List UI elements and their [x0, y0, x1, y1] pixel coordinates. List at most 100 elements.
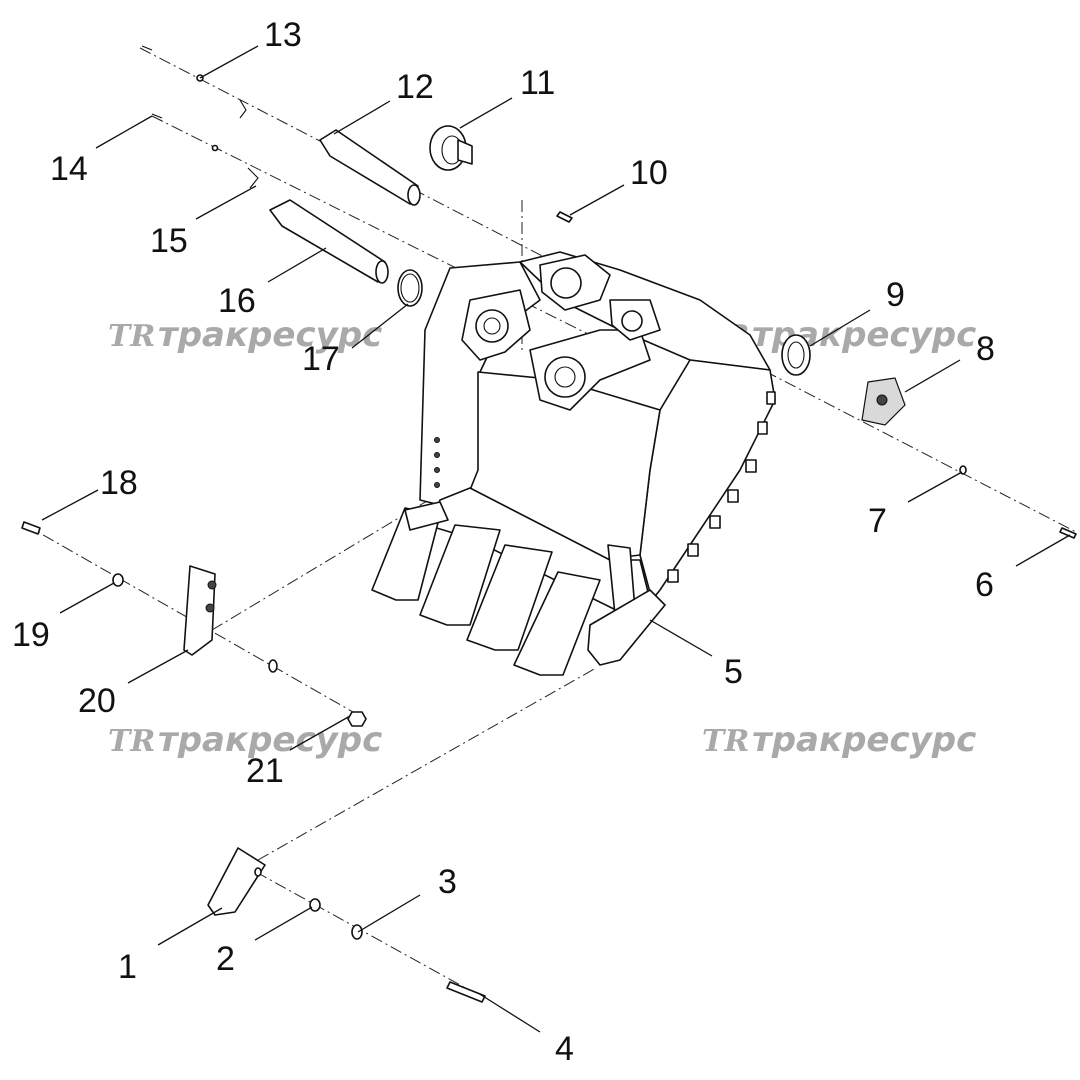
callout-7: 7	[868, 502, 887, 540]
callout-3: 3	[438, 863, 457, 901]
callout-17: 17	[302, 340, 340, 378]
wall-hole	[434, 452, 440, 458]
o-ring	[397, 269, 423, 307]
bolt	[1059, 527, 1077, 539]
lug-bore-left	[475, 309, 509, 343]
wear-pad	[766, 391, 776, 405]
callout-21: 21	[246, 752, 284, 790]
retainer	[351, 924, 363, 940]
callout-18: 18	[100, 464, 138, 502]
upper-pin	[319, 129, 419, 205]
leader-17	[351, 303, 409, 349]
callout-4: 4	[555, 1030, 574, 1068]
side-cutter-washer	[112, 573, 124, 587]
callout-16: 16	[218, 282, 256, 320]
side-cutter-bolt-head	[205, 603, 215, 613]
installed-tooth	[513, 571, 601, 676]
watermark-bottom-right: TR тракресурс	[702, 720, 976, 760]
wall-hole	[434, 437, 440, 443]
callout-9: 9	[886, 276, 905, 314]
tooth-pin	[446, 981, 486, 1003]
callout-20: 20	[78, 682, 116, 720]
leader-20	[127, 649, 189, 684]
leader-12	[333, 100, 391, 135]
tooth	[207, 847, 266, 916]
washer-lower	[268, 659, 278, 673]
watermark-logo: TR	[702, 724, 749, 759]
axis-lower-pin	[151, 115, 601, 341]
callout-13: 13	[264, 16, 302, 54]
callout-15: 15	[150, 222, 188, 260]
leader-15	[195, 185, 257, 220]
installed-tooth	[419, 524, 501, 626]
wear-pad	[687, 543, 699, 557]
leader-10	[569, 184, 625, 216]
wear-pad	[727, 489, 739, 503]
callout-8: 8	[976, 330, 995, 368]
watermark-logo: TR	[108, 319, 155, 354]
lower-pin-end	[375, 260, 389, 284]
bucket-right-wall	[639, 359, 776, 601]
leader-1	[157, 907, 223, 946]
lock-bolt-2	[151, 113, 163, 119]
callout-11: 11	[520, 64, 555, 102]
lock-bolt-2-nut	[211, 144, 219, 152]
lower-pin	[269, 199, 386, 283]
lug-bore-top	[550, 267, 582, 299]
leader-19	[59, 582, 115, 614]
callout-5: 5	[724, 653, 743, 691]
leader-14	[95, 115, 153, 149]
wear-pad	[709, 515, 721, 529]
callout-2: 2	[216, 940, 235, 978]
lug-bore-right-inner	[554, 366, 576, 388]
side-cutter	[183, 565, 216, 656]
lug-bore-right	[544, 356, 586, 398]
shim-ring	[781, 334, 811, 376]
installed-side-cutter-left	[404, 501, 449, 531]
callout-10: 10	[630, 154, 668, 192]
leader-7	[907, 471, 963, 503]
o-ring-inner	[400, 273, 420, 303]
upper-pin-end	[407, 184, 421, 206]
lug-bore-top-right	[621, 310, 643, 332]
watermark-logo: TR	[108, 724, 155, 759]
tooth-pin-hole	[254, 867, 262, 877]
leader-lines	[41, 45, 1071, 1033]
watermark-text: тракресурс	[158, 315, 382, 355]
callout-labels: 1 2 3 4 5 6 7 8 9 10 11 12 13 14 15 16 1…	[12, 16, 995, 1068]
callout-14: 14	[50, 150, 88, 188]
lug-bore-left-inner	[483, 317, 501, 335]
watermark-top-left: TR тракресурс	[108, 315, 382, 355]
leader-18	[41, 489, 99, 521]
callout-19: 19	[12, 616, 50, 654]
installed-tooth	[466, 544, 553, 651]
leader-13	[199, 45, 259, 79]
watermark-bottom-left: TR тракресурс	[108, 720, 382, 760]
callout-12: 12	[396, 68, 434, 106]
spring-clip	[247, 167, 259, 189]
corner-adapter	[587, 589, 666, 666]
leader-9	[809, 309, 871, 347]
leader-2	[254, 906, 313, 941]
shim-ring-inner	[787, 341, 805, 369]
leader-3	[357, 894, 421, 933]
retainer-washer	[309, 898, 321, 912]
small-pin	[556, 211, 573, 223]
wear-pad	[757, 421, 768, 435]
wall-hole	[434, 467, 440, 473]
leader-4	[477, 992, 541, 1033]
flange-hole	[876, 394, 888, 406]
bushing-body	[457, 139, 473, 165]
callout-1: 1	[118, 948, 137, 986]
side-cutter-bolt	[21, 521, 41, 535]
watermark-text: тракресурс	[158, 720, 382, 760]
leader-21	[289, 715, 351, 751]
leader-5	[649, 619, 713, 657]
wear-pad	[667, 569, 679, 583]
watermark-text: тракресурс	[752, 720, 976, 760]
leader-11	[459, 97, 513, 129]
leader-6	[1015, 534, 1071, 567]
axis-tooth	[257, 667, 597, 861]
wear-pad	[745, 459, 757, 473]
